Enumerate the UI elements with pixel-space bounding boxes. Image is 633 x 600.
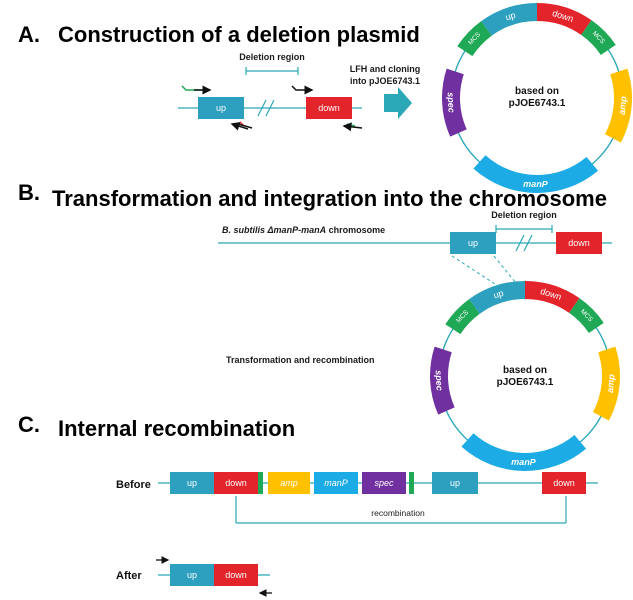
after-up-label: up: [187, 570, 197, 580]
transformation-label: Transformation and recombination: [226, 355, 375, 365]
plasmid-b-spec-segment: [430, 346, 455, 415]
plasmid-b-manP-label: manP: [511, 457, 537, 467]
plasmid-a-amp-label: amp: [617, 95, 629, 115]
plasmid-a-manP-label: manP: [523, 179, 549, 189]
plasmid-a-spec-label: spec: [446, 92, 457, 113]
chromosome-b: up down: [218, 232, 612, 254]
plasmid-a-center-line2: pJOE6743.1: [509, 98, 566, 109]
before-up-label-2: up: [450, 478, 460, 488]
down-box-b: [556, 232, 602, 254]
plasmid-b-center-line2: pJOE6743.1: [497, 377, 554, 388]
up-label-b: up: [468, 238, 478, 248]
after-label: After: [116, 570, 142, 582]
deletion-region-bracket-b: [495, 225, 553, 233]
up-box-b: [450, 232, 496, 254]
break-mark: [257, 99, 267, 117]
before-up-box-2: [432, 472, 478, 494]
lfh-line1: LFH and cloning: [350, 64, 421, 74]
plasmid-b-amp-segment: [592, 346, 620, 421]
up-label-a: up: [216, 103, 226, 113]
plasmid-b-center-line1: based on: [503, 365, 547, 376]
break-mark: [515, 234, 525, 252]
break-mark: [523, 234, 533, 252]
plasmid-a-amp-segment: [604, 68, 632, 143]
plasmid-b-manP-segment: [461, 433, 587, 471]
section-a-title: Construction of a deletion plasmid: [58, 22, 420, 47]
plasmid-b-up-label: up: [492, 288, 505, 301]
before-down-box-2: [542, 472, 586, 494]
plasmid-b-spec-label: spec: [434, 370, 445, 391]
before-mcs-1: [258, 472, 263, 494]
crossover-lines: [451, 255, 521, 289]
recombination-label: recombination: [371, 508, 425, 518]
plasmid-a-mcs-segment-2: [581, 20, 616, 55]
chromosome-label: B. subtilis ΔmanP-manA chromosome: [222, 225, 385, 235]
break-mark: [265, 99, 275, 117]
chromosome-prefix: B. subtilis: [222, 225, 268, 235]
section-b-letter: B.: [18, 180, 40, 205]
down-label-b: down: [568, 238, 590, 248]
down-box-a: [306, 97, 352, 119]
section-a-letter: A.: [18, 22, 40, 47]
before-manP-box: [314, 472, 358, 494]
down-label-a: down: [318, 103, 340, 113]
before-down-label-2: down: [553, 478, 575, 488]
plasmid-a-mcs-segment: [457, 21, 492, 57]
primer-arrows-a: [181, 85, 363, 132]
plasmid-a-up-segment: [481, 3, 537, 36]
plasmid-b-down-segment: [525, 281, 580, 313]
before-construct: up down amp manP spec up down: [158, 472, 598, 494]
lfh-line2: into pJOE6743.1: [350, 76, 420, 86]
after-down-box: [214, 564, 258, 586]
after-up-box: [170, 564, 214, 586]
before-spec-box: [362, 472, 406, 494]
process-arrow: [384, 87, 412, 119]
before-spec-label: spec: [374, 478, 394, 488]
after-construct: up down: [156, 556, 272, 597]
before-down-box: [214, 472, 258, 494]
plasmid-a-center-line1: based on: [515, 86, 559, 97]
plasmid-a-spec-segment: [442, 68, 467, 137]
before-down-label: down: [225, 478, 247, 488]
before-amp-box: [268, 472, 310, 494]
construct-a: up down: [178, 97, 362, 119]
plasmid-a-manP-segment: [473, 155, 599, 193]
plasmid-b-up-segment: [469, 281, 525, 314]
recombination-bracket: [235, 496, 567, 524]
section-c-letter: C.: [18, 412, 40, 437]
before-amp-label: amp: [280, 478, 298, 488]
before-up-box: [170, 472, 214, 494]
plasmid-b-mcs-segment-2: [569, 298, 604, 333]
deletion-region-label-b: Deletion region: [491, 210, 557, 220]
chromosome-suffix: chromosome: [326, 225, 385, 235]
deletion-region-bracket-a: [245, 67, 299, 75]
after-down-label: down: [225, 570, 247, 580]
plasmid-a-up-label: up: [504, 10, 517, 23]
before-mcs-2: [409, 472, 414, 494]
plasmid-a-down-segment: [537, 3, 592, 35]
plasmid-b-mcs-segment: [445, 299, 480, 335]
chromosome-genotype: ΔmanP-manA: [267, 225, 327, 235]
section-c-title: Internal recombination: [58, 416, 295, 441]
up-box-a: [198, 97, 244, 119]
plasmid-b-amp-label: amp: [605, 373, 617, 393]
before-label: Before: [116, 479, 151, 491]
before-up-label: up: [187, 478, 197, 488]
before-manP-label: manP: [324, 478, 348, 488]
deletion-region-label-a: Deletion region: [239, 52, 305, 62]
section-b-title: Transformation and integration into the …: [52, 186, 607, 211]
